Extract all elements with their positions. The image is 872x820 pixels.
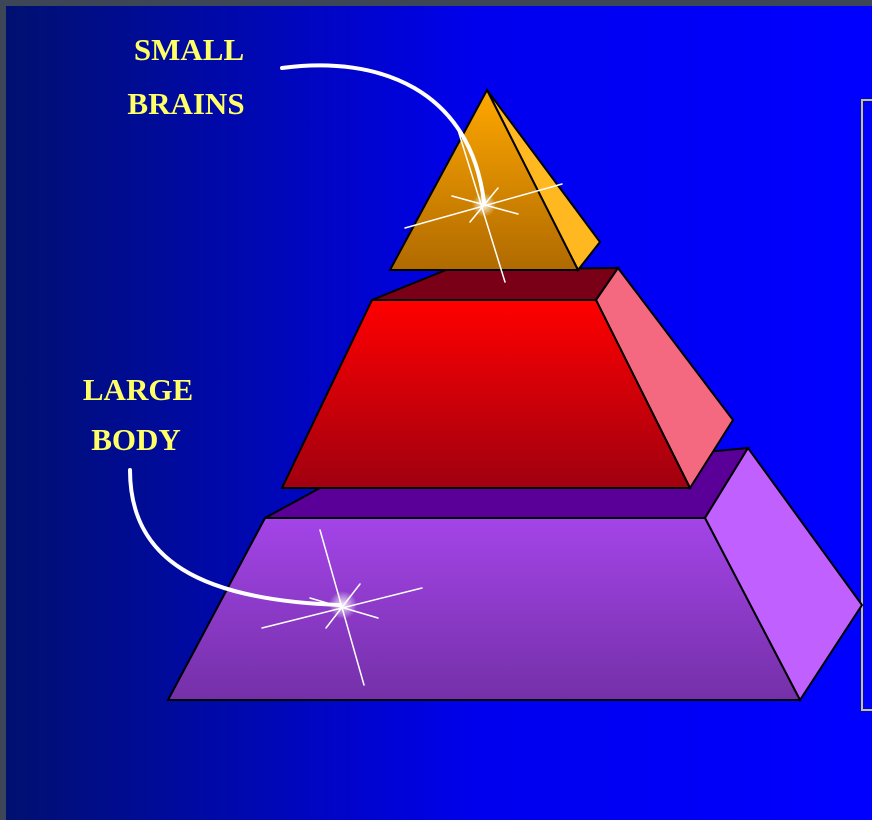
large-body-label-line2: BODY — [91, 422, 181, 457]
small-brains-label-line1: SMALL — [134, 32, 244, 67]
bottom-tier-front-face — [168, 518, 800, 700]
large-body-label-line1: LARGE — [83, 372, 193, 407]
small-brains-label-line2: BRAINS — [127, 86, 244, 121]
